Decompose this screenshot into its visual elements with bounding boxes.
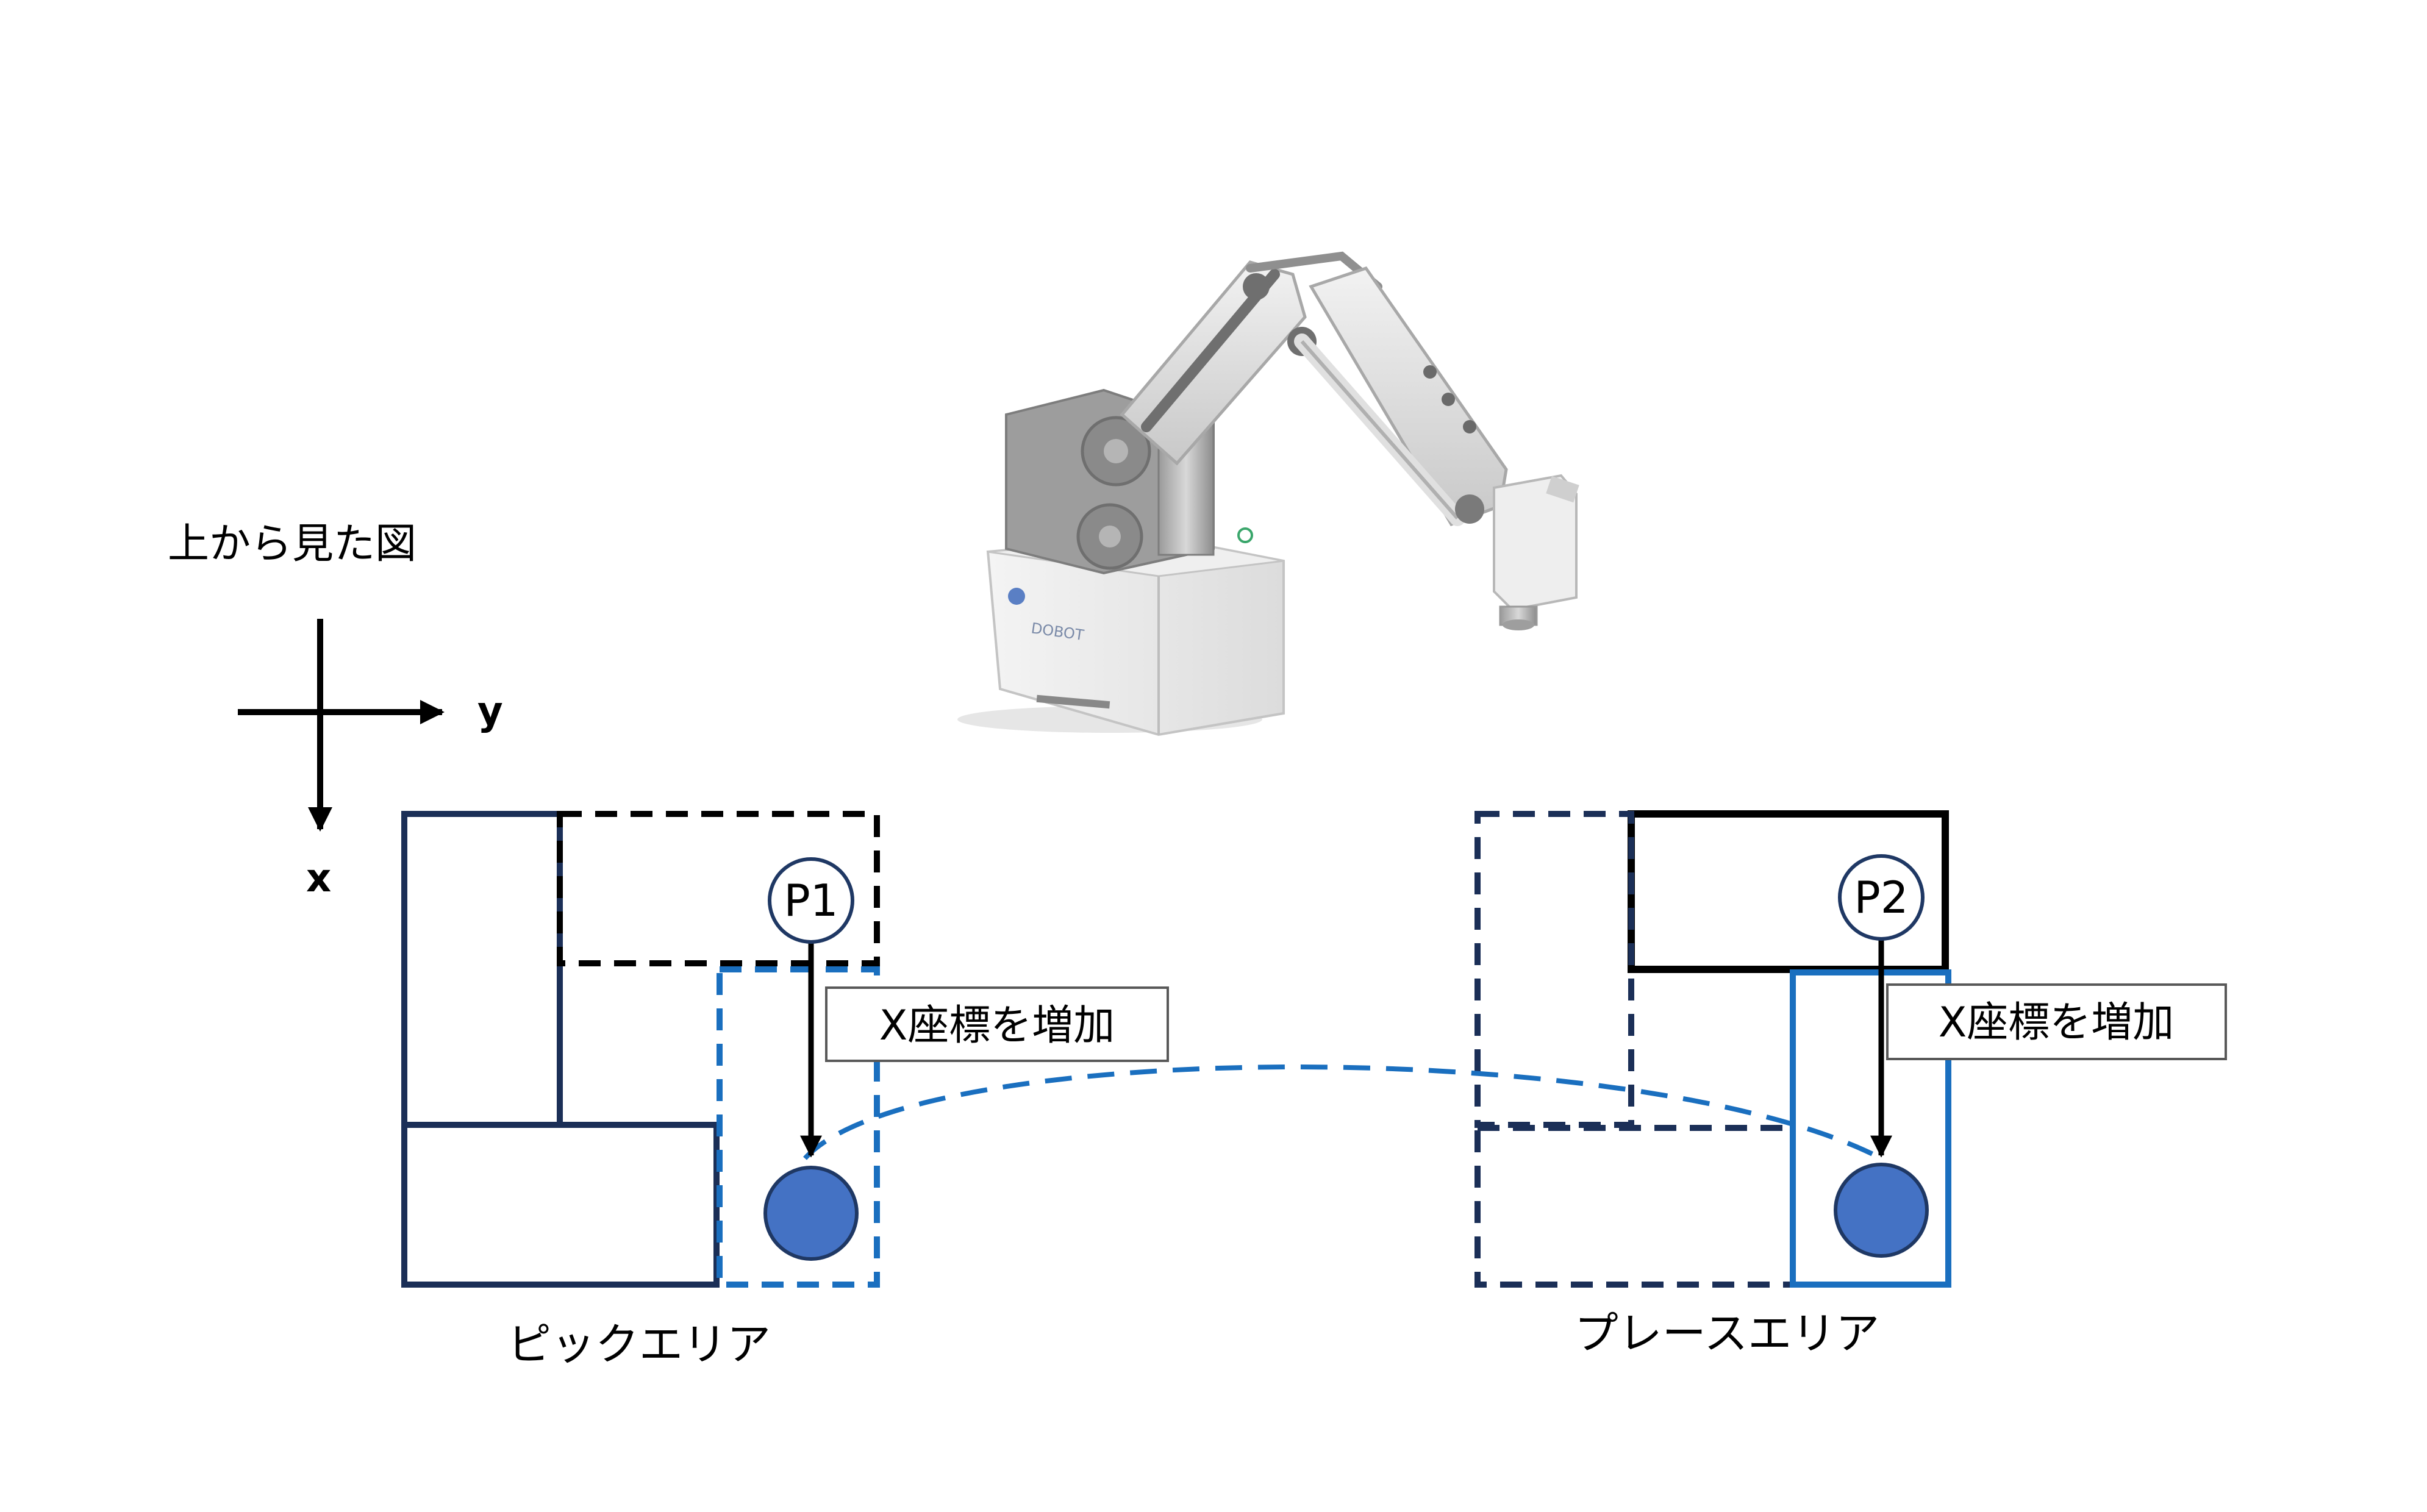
place-callout-text: X座標を増加	[1939, 999, 2175, 1047]
place-dashed-box-vertical	[1474, 811, 1634, 1128]
pick-callout-box	[825, 986, 1169, 1062]
robot-arm-illustration: DOBOT	[957, 251, 1579, 736]
view-title: 上から見た図	[168, 520, 416, 568]
place-point-marker: P2 X座標を増加	[1834, 854, 2227, 1258]
p1-marker	[768, 857, 854, 944]
place-dashed-box-horizontal	[1474, 1125, 1796, 1288]
pick-area-label: ピックエリア	[507, 1319, 771, 1370]
pick-object	[763, 1166, 859, 1261]
place-object	[1834, 1163, 1929, 1258]
pick-area	[401, 811, 880, 1288]
p2-marker	[1838, 854, 1925, 941]
dobot-logo-icon	[1008, 588, 1025, 605]
pick-dashed-box-top	[557, 811, 880, 966]
pick-dashed-box-target	[717, 966, 880, 1288]
p2-label: P2	[1854, 872, 1908, 923]
y-axis-label: y	[477, 689, 503, 734]
p1-label: P1	[784, 875, 838, 926]
pick-vertical-box	[401, 811, 563, 1128]
place-target-box	[1790, 969, 1951, 1288]
x-axis-label: x	[306, 856, 331, 901]
pick-callout-text: X座標を増加	[879, 1002, 1115, 1050]
pick-point-marker: P1 X座標を増加	[763, 857, 1169, 1261]
place-callout-box	[1886, 983, 2227, 1060]
transfer-path	[803, 1064, 1882, 1161]
place-area	[1474, 810, 1951, 1288]
place-area-label: プレースエリア	[1575, 1308, 1879, 1359]
axis-indicator: y x	[238, 619, 503, 901]
pick-horizontal-box	[401, 1122, 720, 1288]
